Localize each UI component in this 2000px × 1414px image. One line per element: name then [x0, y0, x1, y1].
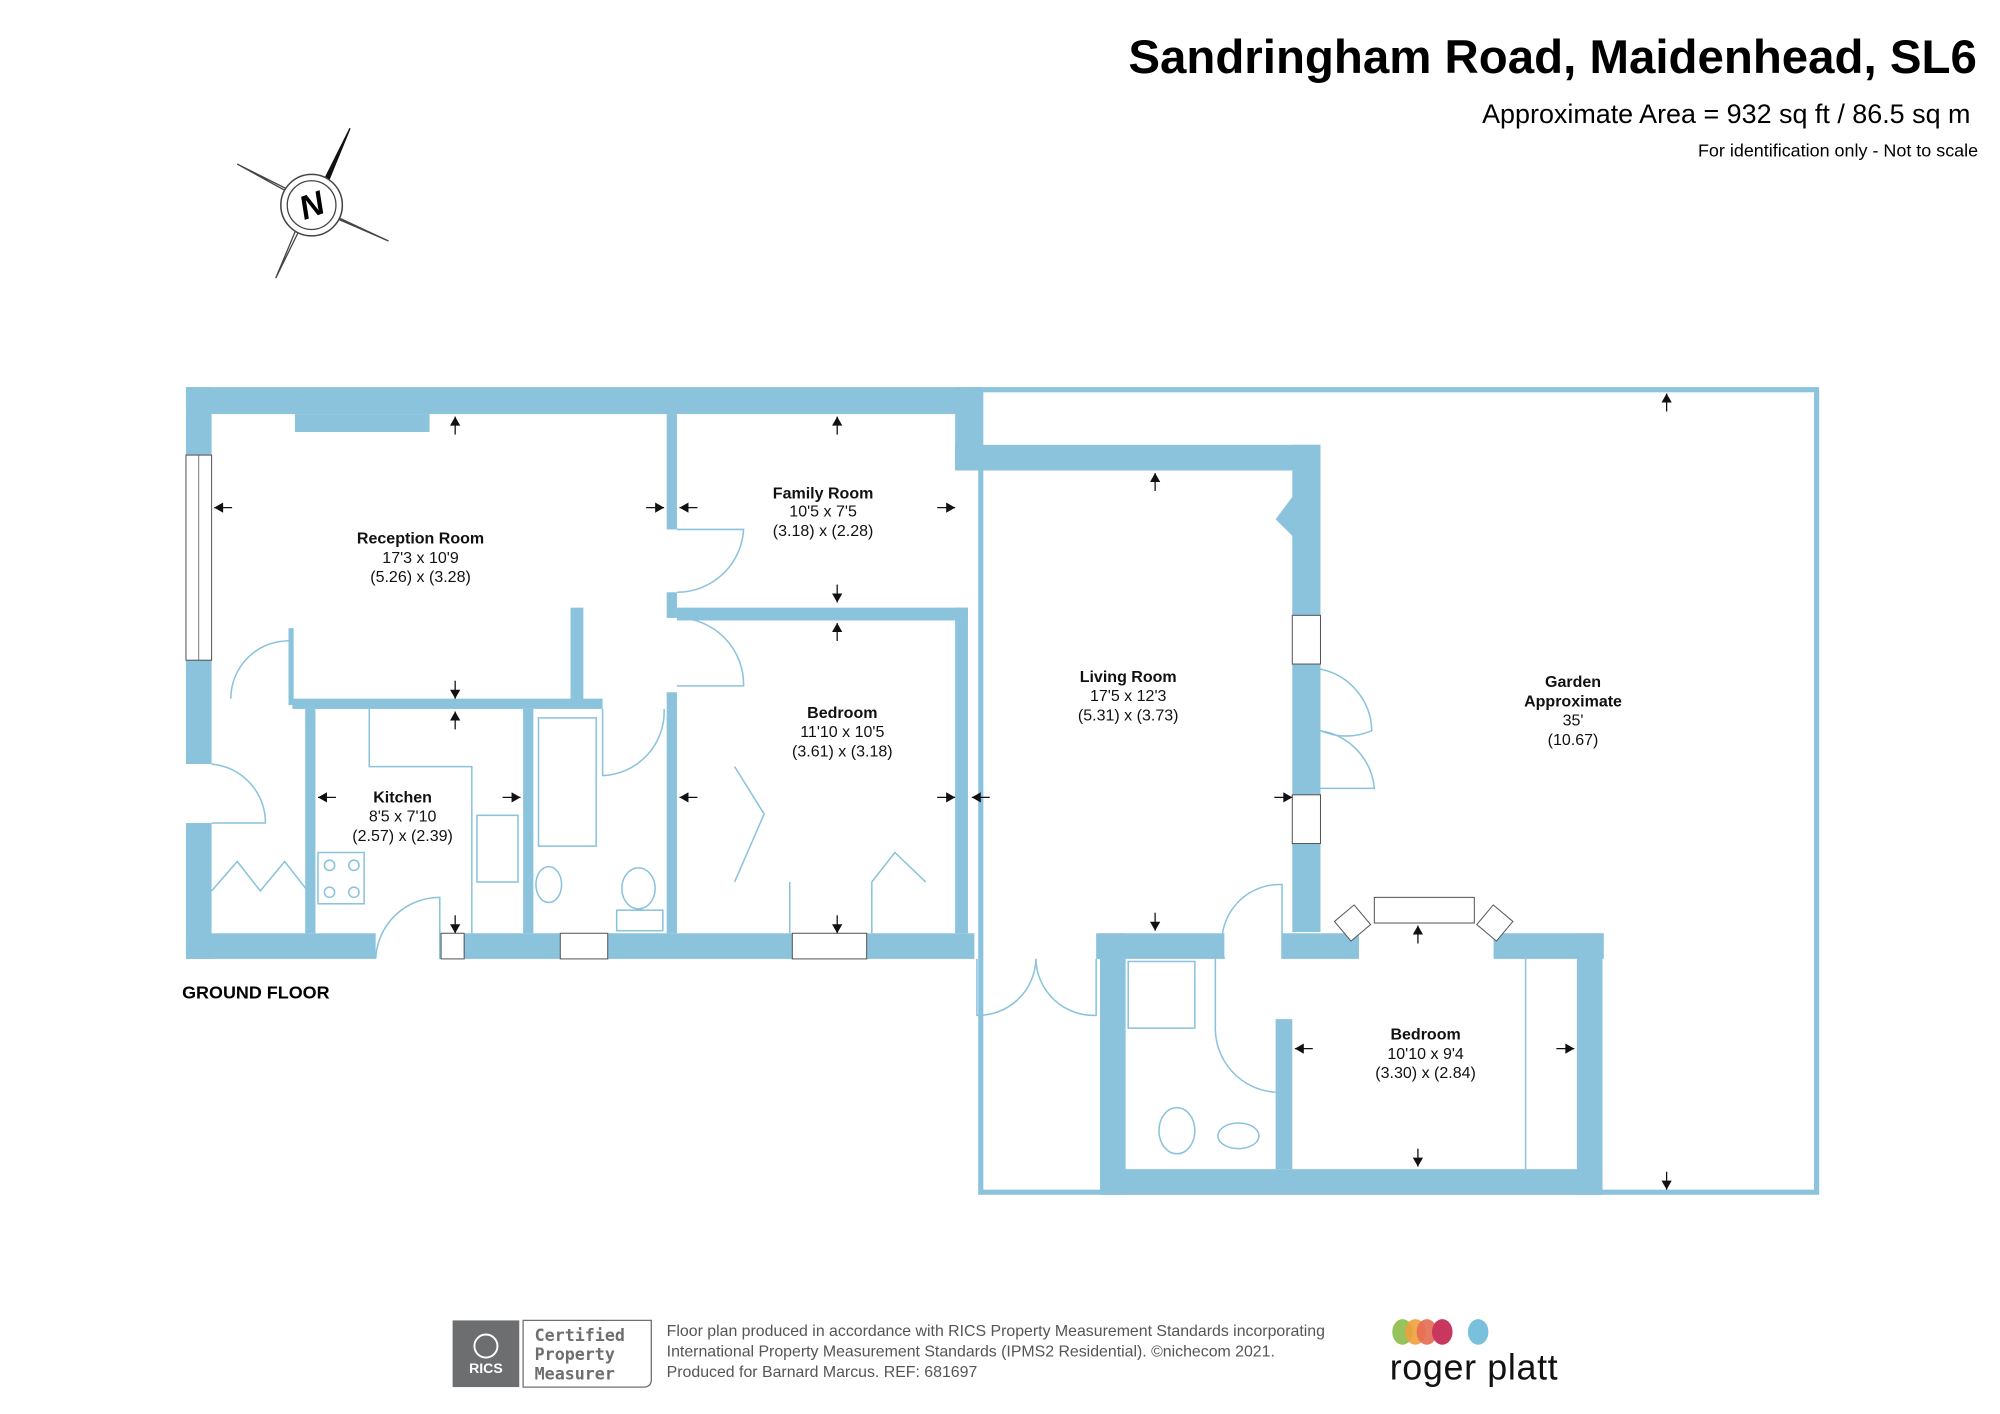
garden-metric: (10.67) [1548, 731, 1599, 749]
room-imperial: 8'5 x 7'10 [369, 808, 437, 826]
dimension-arrow-icon [1412, 1157, 1424, 1167]
room-reception: Reception Room 17'3 x 10'9 (5.26) x (3.2… [357, 530, 484, 586]
footer-line: Floor plan produced in accordance with R… [667, 1323, 1325, 1340]
room-name: Family Room [773, 485, 874, 503]
dimension-arrow-icon [317, 792, 327, 803]
room-imperial: 11'10 x 10'5 [800, 723, 884, 741]
dimension-arrow-icon [1149, 473, 1161, 483]
room-kitchen: Kitchen 8'5 x 7'10 (2.57) x (2.39) [352, 789, 453, 845]
badge-line: Measurer [535, 1364, 615, 1383]
dimension-arrow-icon [1661, 393, 1672, 403]
dimension-arrow-icon [1294, 1043, 1304, 1054]
doors-and-fixtures [211, 528, 1527, 1170]
dimension-arrow-icon [946, 792, 956, 803]
north-compass-icon: N [236, 127, 389, 279]
room-bedroom-2: Bedroom 10'10 x 9'4 (3.30) x (2.84) [1375, 1026, 1476, 1082]
room-imperial: 17'3 x 10'9 [382, 549, 459, 567]
footer-notes: Floor plan produced in accordance with R… [667, 1323, 1325, 1381]
room-metric: (3.18) x (2.28) [773, 522, 874, 540]
dimension-arrow-icon [450, 689, 461, 699]
dimension-arrow-icon [832, 416, 843, 426]
dimension-arrow-icon [1565, 1043, 1575, 1054]
room-name: Bedroom [807, 704, 877, 722]
dimension-arrow-icon [450, 711, 461, 721]
footer-line: Produced for Barnard Marcus. REF: 681697 [667, 1364, 978, 1381]
room-imperial: 17'5 x 12'3 [1090, 687, 1167, 705]
garden-imperial: 35' [1563, 712, 1584, 730]
room-metric: (5.26) x (3.28) [370, 568, 471, 586]
dimension-arrow-icon [1661, 1180, 1672, 1190]
dimension-arrow-icon [679, 502, 689, 513]
dimension-arrows [214, 393, 1672, 1190]
dimension-arrow-icon [679, 792, 689, 803]
room-name: Kitchen [373, 789, 432, 807]
room-imperial: 10'10 x 9'4 [1387, 1045, 1464, 1063]
dimension-arrow-icon [971, 792, 981, 803]
roger-platt-logo: roger platt [1390, 1319, 1558, 1387]
dimension-arrow-icon [1149, 921, 1161, 931]
lion-icon [473, 1333, 499, 1359]
dimension-arrow-icon [450, 416, 461, 426]
dimension-arrow-icon [450, 924, 461, 934]
dimension-arrow-icon [655, 502, 665, 513]
windows [185, 454, 1514, 960]
dimension-arrow-icon [832, 593, 843, 603]
room-metric: (3.30) x (2.84) [1375, 1064, 1476, 1082]
rics-badge: RICS Certified Property Measurer [452, 1319, 652, 1388]
room-name: Reception Room [357, 530, 484, 548]
footer-line: International Property Measurement Stand… [667, 1343, 1275, 1360]
room-imperial: 10'5 x 7'5 [789, 503, 857, 521]
dimension-arrow-icon [946, 502, 956, 513]
badge-org: RICS [469, 1360, 503, 1376]
dimension-arrow-icon [511, 792, 521, 803]
room-living: Living Room 17'5 x 12'3 (5.31) x (3.73) [1078, 668, 1179, 724]
property-title: Sandringham Road, Maidenhead, SL6 [1128, 31, 1976, 84]
floor-label: GROUND FLOOR [182, 983, 330, 1003]
room-bedroom-1: Bedroom 11'10 x 10'5 (3.61) x (3.18) [792, 704, 893, 760]
room-name: Living Room [1080, 668, 1177, 686]
disclaimer: For identification only - Not to scale [1698, 140, 1978, 160]
dimension-arrow-icon [214, 502, 224, 513]
logo-text: roger platt [1390, 1347, 1558, 1387]
dimension-arrow-icon [1283, 792, 1293, 803]
dimension-arrow-icon [1412, 925, 1424, 935]
badge-line: Certified [535, 1326, 625, 1345]
room-family: Family Room 10'5 x 7'5 (3.18) x (2.28) [773, 485, 874, 540]
room-name: Bedroom [1390, 1026, 1460, 1044]
garden-approx: Approximate [1524, 692, 1622, 710]
dimension-arrow-icon [832, 924, 843, 934]
room-metric: (5.31) x (3.73) [1078, 706, 1179, 724]
dimension-arrow-icon [832, 623, 843, 633]
approximate-area: Approximate Area = 932 sq ft / 86.5 sq m [1482, 99, 1970, 129]
garden-label: Garden Approximate 35' (10.67) [1524, 673, 1622, 749]
room-metric: (2.57) x (2.39) [352, 827, 453, 845]
badge-line: Property [535, 1345, 615, 1364]
garden-name: Garden [1545, 673, 1601, 691]
room-metric: (3.61) x (3.18) [792, 742, 893, 760]
